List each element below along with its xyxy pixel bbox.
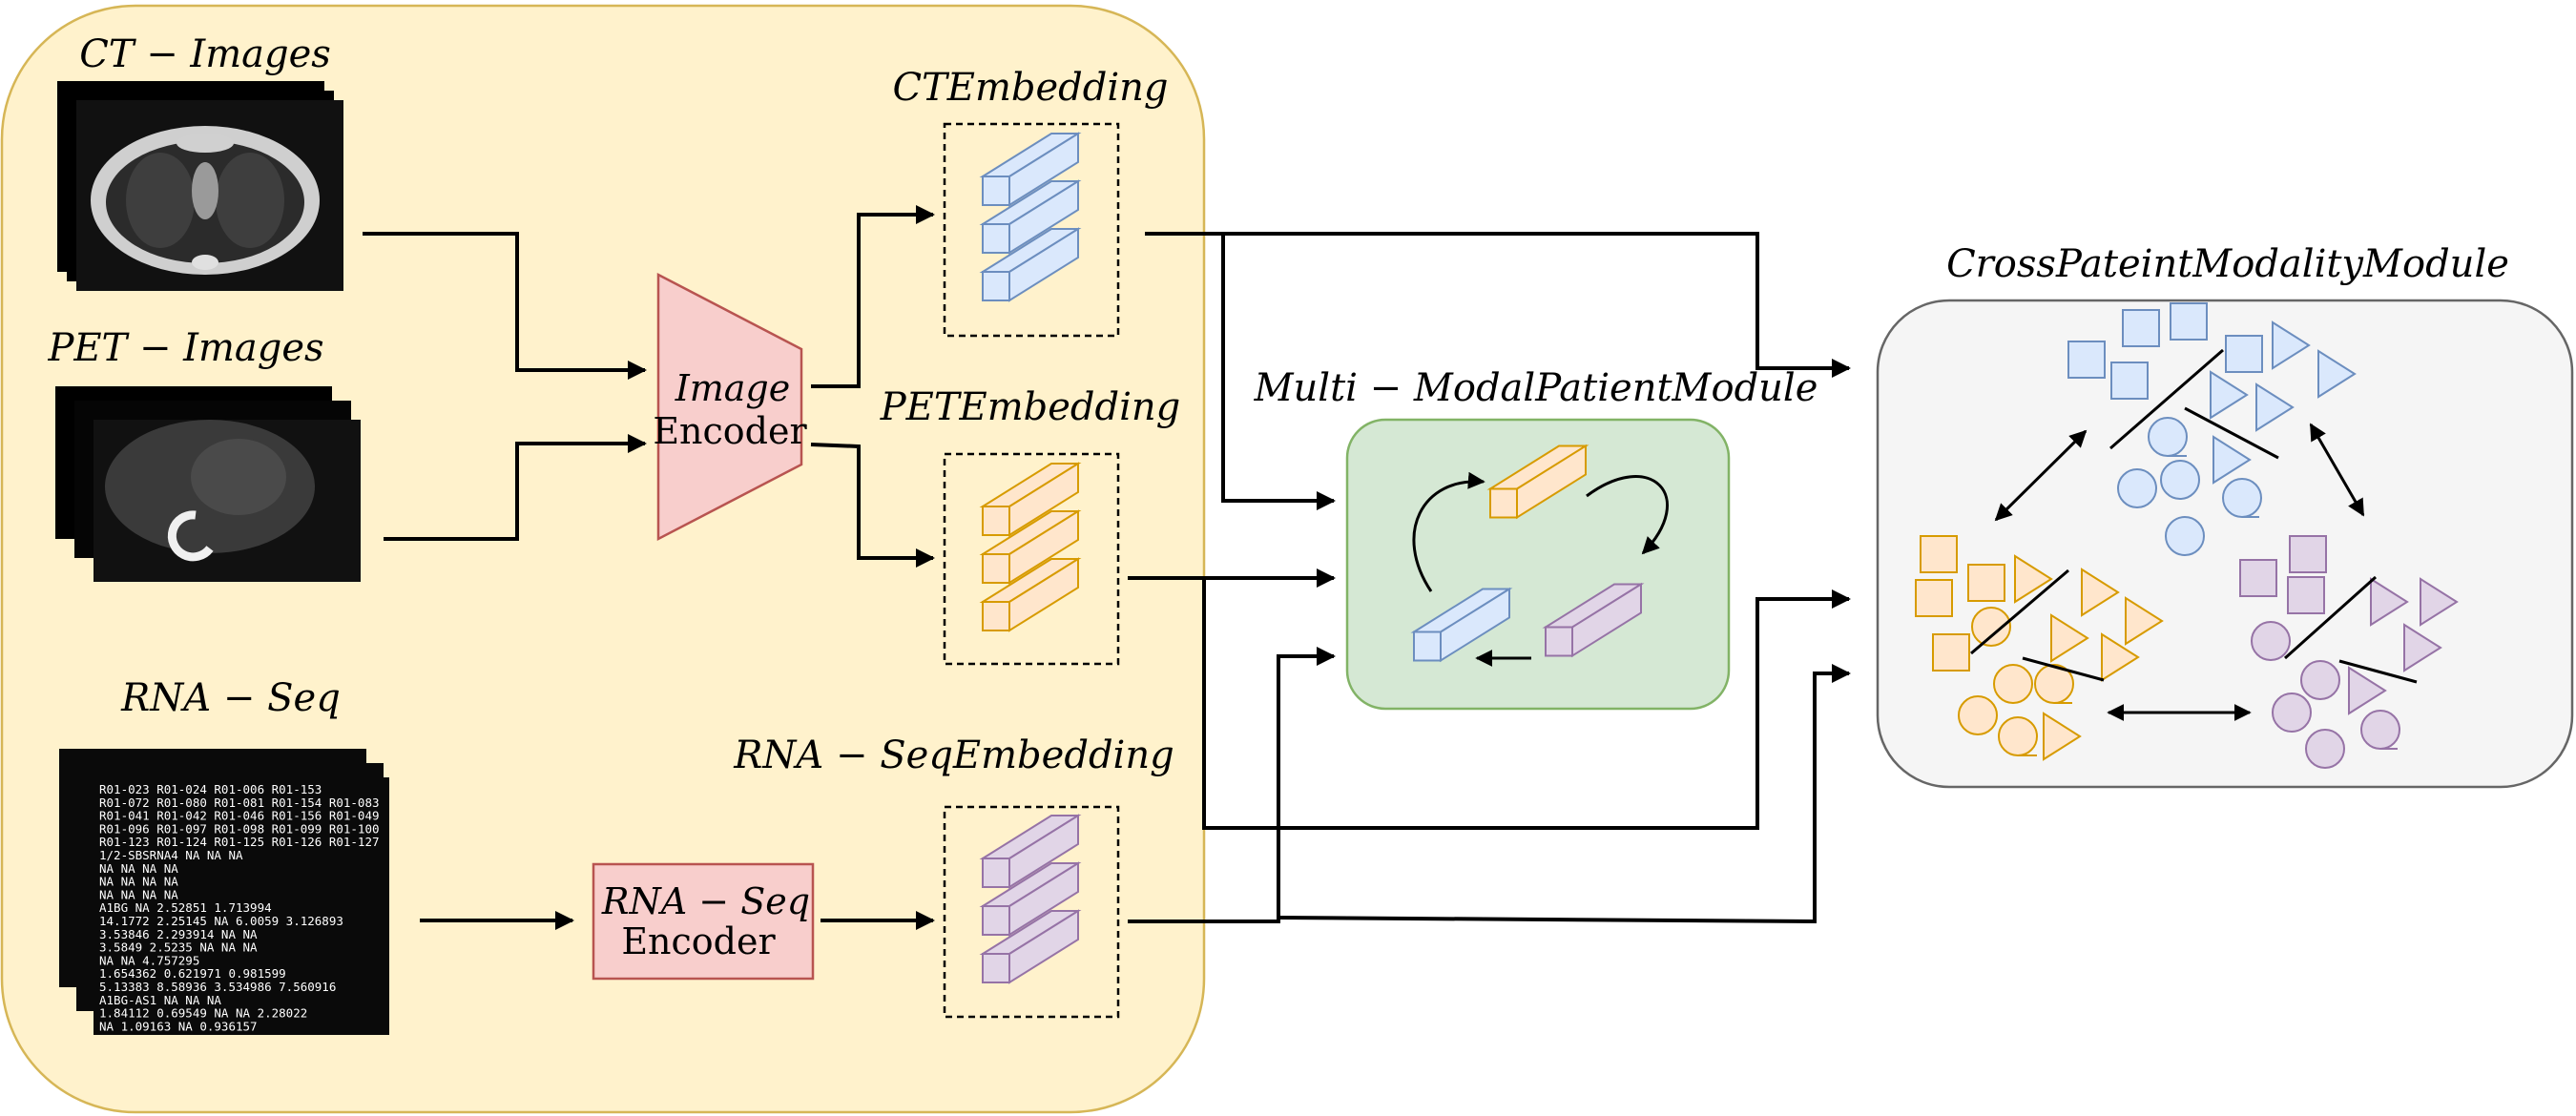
rna-seq-label: RNA − Seq — [120, 676, 341, 720]
rna-to-cross-module-arrow — [1278, 664, 1851, 924]
pet-to-encoder-arrow — [384, 434, 647, 541]
rna-table-line: A1BG-AS1 NA NA NA — [99, 993, 221, 1007]
image-encoder-block — [656, 272, 803, 542]
rna-patient-cluster — [2239, 535, 2459, 769]
pet-embedding-label: PETEmbedding — [880, 385, 1181, 429]
rna-table-line: NA NA NA NA — [99, 861, 178, 876]
mm-cycle-arrow-right — [1586, 475, 1670, 555]
rna-table-line: R01-072 R01-080 R01-081 R01-154 R01-083 — [99, 796, 380, 810]
cross-arrow-ct-rna — [2309, 423, 2365, 517]
encoder-to-ct-embedding-arrow — [811, 205, 935, 388]
rna-table-line: 1.654362 0.621971 0.981599 — [99, 966, 286, 981]
rna-encoder-block — [592, 862, 815, 981]
pet-image-stack — [55, 386, 361, 582]
rna-table-line: NA NA NA NA — [99, 887, 178, 901]
rna-table-line: NA NA 4.757295 — [99, 953, 199, 967]
rna-table-line: 1.84112 0.69549 NA NA 2.28022 — [99, 1006, 307, 1021]
rna-table-line: R01-123 R01-124 R01-125 R01-126 R01-127 — [99, 835, 380, 849]
rna-table-line: 3.5849 2.5235 NA NA NA — [99, 940, 258, 955]
rna-table-line: NA NA NA NA — [99, 875, 178, 889]
rna-table-line: R01-096 R01-097 R01-098 R01-099 R01-100 — [99, 821, 380, 836]
pet-embedding-box — [943, 452, 1120, 666]
rna-table-line: 5.13383 8.58936 3.534986 7.560916 — [99, 980, 336, 994]
ct-cluster-divider — [2109, 348, 2279, 460]
rna-encoder-label-line2: Encoder — [621, 920, 776, 962]
rna-table-line: R01-023 R01-024 R01-006 R01-153 — [99, 782, 322, 796]
rna-table-line: 14.1772 2.25145 NA 6.0059 3.126893 — [99, 914, 343, 928]
rna-to-multimodal-arrow — [1128, 647, 1336, 923]
ct-to-encoder-arrow — [363, 232, 647, 380]
rna-table-line: A1BG NA 2.52851 1.713994 — [99, 900, 272, 915]
ct-patient-cluster — [2067, 302, 2357, 556]
rna-embedding-label: RNA − SeqEmbedding — [733, 734, 1174, 777]
ct-to-cross-module-arrow — [1145, 232, 1851, 378]
mm-cycle-arrow-top — [1412, 471, 1485, 592]
cross-arrow-pet-ct — [1994, 429, 2088, 522]
rna-encoder-label-line1: RNA − Seq — [601, 880, 810, 922]
pet-to-cross-module-arrow — [1202, 578, 1851, 830]
rna-table-line: NA 1.09163 NA 0.936157 — [99, 1019, 258, 1033]
ct-embedding-label: CTEmbedding — [892, 66, 1168, 110]
image-encoder-label-line1: Image — [675, 367, 791, 409]
pet-patient-cluster — [1915, 535, 2164, 761]
multi-modal-module-label: Multi − ModalPatientModule — [1254, 366, 1818, 410]
rna-table-line: R01-041 R01-042 R01-046 R01-156 R01-049 — [99, 809, 380, 823]
encoder-to-pet-embedding-arrow — [810, 443, 935, 568]
cross-patient-module-label: CrossPateintModalityModule — [1946, 242, 2509, 286]
image-encoder-label-line2: Encoder — [653, 410, 807, 452]
ct-images-label: CT − Images — [79, 32, 331, 76]
rna-embedding-box — [943, 805, 1120, 1019]
pet-cluster-divider — [1970, 568, 2105, 682]
rna-table-line: 3.53846 2.293914 NA NA — [99, 927, 258, 941]
rna-table-line: 1/2-SBSRNA4 NA NA NA — [99, 848, 243, 862]
pet-images-label: PET − Images — [47, 326, 323, 370]
rna-cluster-divider — [2283, 575, 2418, 684]
ct-embedding-box — [943, 122, 1120, 338]
ct-to-multimodal-arrow — [1221, 234, 1336, 510]
ct-image-stack — [57, 81, 343, 291]
